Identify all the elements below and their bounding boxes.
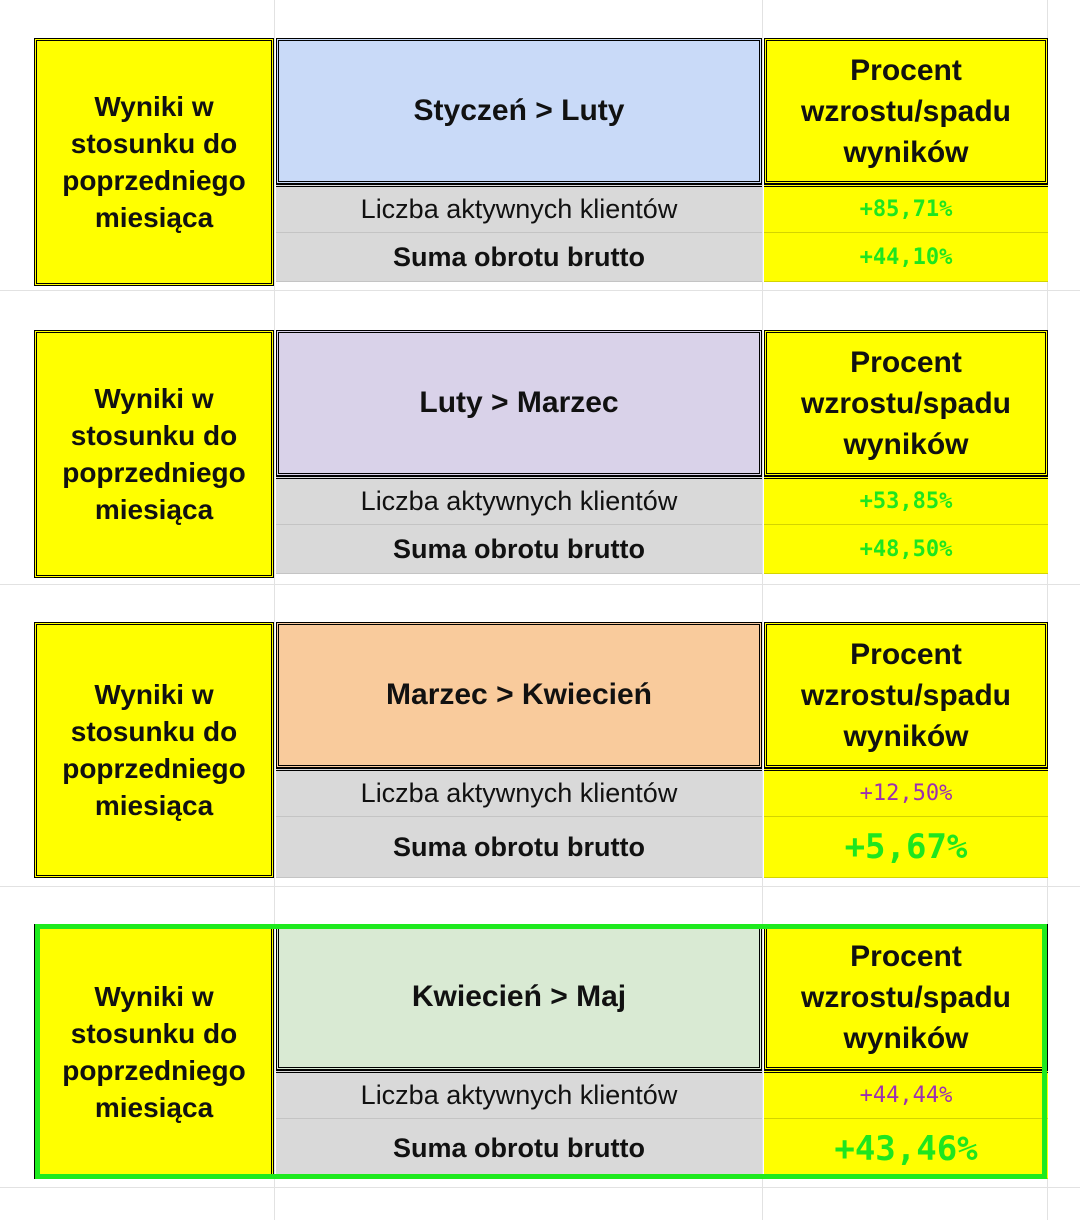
grid-row-line — [0, 1187, 1080, 1188]
change-header-cell[interactable]: Procent wzrostu/spadu wyników — [764, 924, 1048, 1070]
change-header-cell[interactable]: Procent wzrostu/spadu wyników — [764, 622, 1048, 768]
period-header-cell[interactable]: Marzec > Kwiecień — [276, 622, 762, 768]
active-clients-value[interactable]: +85,71% — [764, 184, 1048, 233]
grid-column-line — [274, 0, 275, 1220]
change-header-cell[interactable]: Procent wzrostu/spadu wyników — [764, 38, 1048, 184]
active-clients-value[interactable]: +12,50% — [764, 768, 1048, 817]
active-clients-value[interactable]: +53,85% — [764, 476, 1048, 525]
grid-column-line — [1047, 0, 1048, 1220]
period-header-cell[interactable]: Kwiecień > Maj — [276, 924, 762, 1070]
active-clients-value[interactable]: +44,44% — [764, 1070, 1048, 1119]
active-clients-label[interactable]: Liczba aktywnych klientów — [276, 184, 762, 233]
side-label-cell[interactable]: Wyniki w stosunku do poprzedniego miesią… — [34, 38, 274, 286]
grid-row-line — [0, 290, 1080, 291]
comparison-block-apr-may: Wyniki w stosunku do poprzedniego miesią… — [34, 924, 1048, 1179]
grid-row-line — [0, 584, 1080, 585]
active-clients-label[interactable]: Liczba aktywnych klientów — [276, 1070, 762, 1119]
grid-row-line — [0, 886, 1080, 887]
active-clients-label[interactable]: Liczba aktywnych klientów — [276, 768, 762, 817]
side-label-cell[interactable]: Wyniki w stosunku do poprzedniego miesią… — [34, 924, 274, 1179]
gross-turnover-label[interactable]: Suma obrotu brutto — [276, 1119, 762, 1179]
side-label-cell[interactable]: Wyniki w stosunku do poprzedniego miesią… — [34, 622, 274, 878]
gross-turnover-value[interactable]: +43,46% — [764, 1119, 1048, 1179]
period-header-cell[interactable]: Luty > Marzec — [276, 330, 762, 476]
active-clients-label[interactable]: Liczba aktywnych klientów — [276, 476, 762, 525]
side-label-cell[interactable]: Wyniki w stosunku do poprzedniego miesią… — [34, 330, 274, 578]
comparison-block-mar-apr: Wyniki w stosunku do poprzedniego miesią… — [34, 622, 1048, 878]
gross-turnover-value[interactable]: +48,50% — [764, 525, 1048, 574]
gross-turnover-value[interactable]: +5,67% — [764, 817, 1048, 878]
gross-turnover-label[interactable]: Suma obrotu brutto — [276, 817, 762, 878]
gross-turnover-label[interactable]: Suma obrotu brutto — [276, 233, 762, 282]
gross-turnover-value[interactable]: +44,10% — [764, 233, 1048, 282]
grid-column-line — [762, 0, 763, 1220]
change-header-cell[interactable]: Procent wzrostu/spadu wyników — [764, 330, 1048, 476]
gross-turnover-label[interactable]: Suma obrotu brutto — [276, 525, 762, 574]
comparison-block-feb-mar: Wyniki w stosunku do poprzedniego miesią… — [34, 330, 1048, 578]
period-header-cell[interactable]: Styczeń > Luty — [276, 38, 762, 184]
comparison-block-jan-feb: Wyniki w stosunku do poprzedniego miesią… — [34, 38, 1048, 286]
